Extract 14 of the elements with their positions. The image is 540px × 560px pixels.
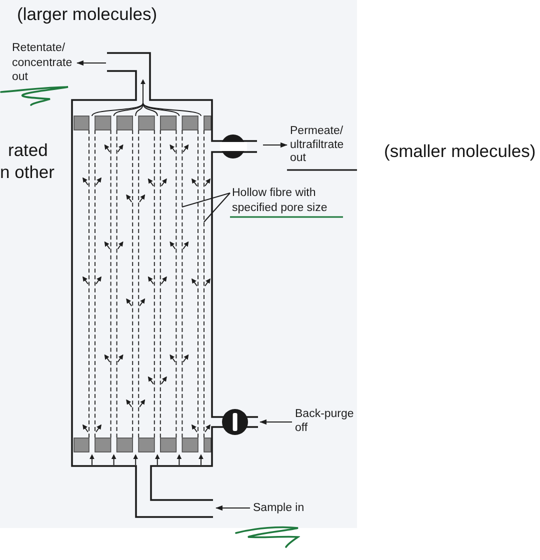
arrow [216,505,250,511]
leader-line [182,192,230,208]
arrow [260,419,292,425]
callout-label: Hollow fibre with specified pore size [232,186,332,216]
leader-line [204,192,230,222]
arrow [263,142,288,148]
arrow [76,60,106,66]
valve-label: Back-purge off [295,408,359,435]
handwritten-note: rated n other [0,139,56,183]
handwritten-note: (larger molecules) [17,3,158,25]
inlet-label: Sample in [253,501,304,515]
outlet-label: Retentate/ concentrate out [12,41,74,84]
outlet-label: Permeate/ ultrafiltrate out [290,125,348,166]
handwritten-note: (smaller molecules) [384,140,536,162]
